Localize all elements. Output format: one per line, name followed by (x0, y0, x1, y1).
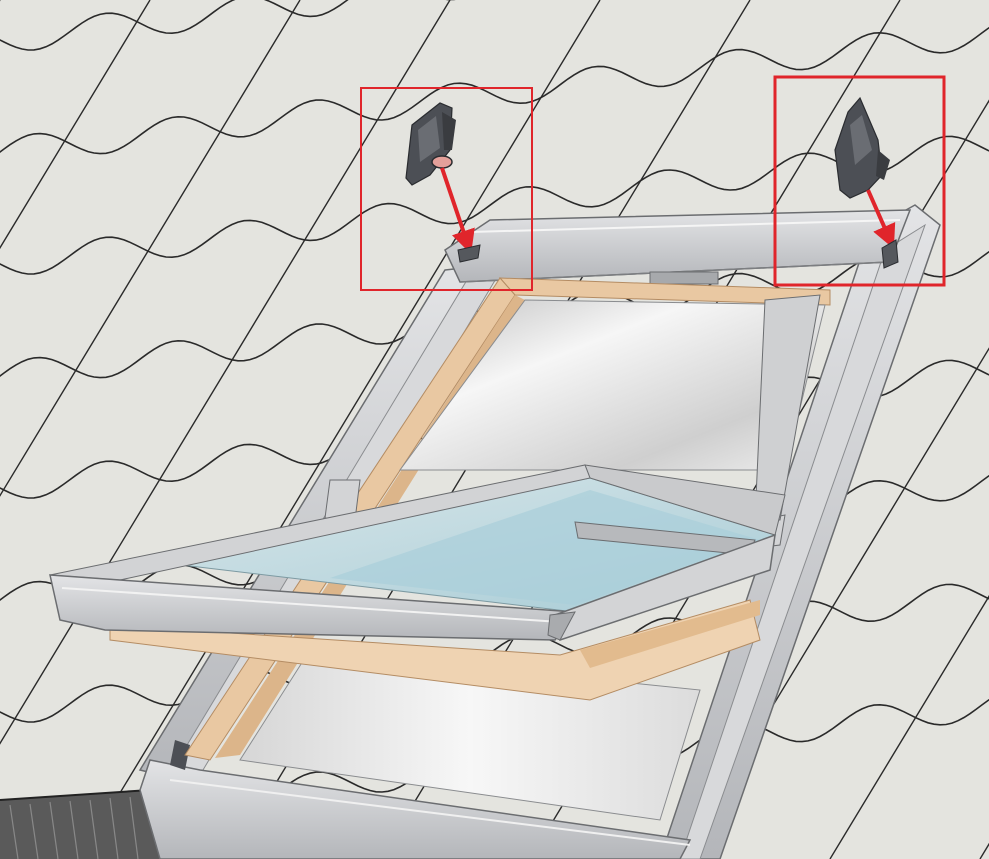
gutter-flashing (0, 789, 160, 859)
left-clip-callout (360, 87, 533, 291)
tile-joint-line (0, 0, 301, 497)
tile-joint-line (0, 0, 151, 250)
tile-joint-line (0, 0, 451, 745)
right-clip-arrow (866, 189, 896, 249)
tile-joint-line (829, 594, 989, 859)
left-clip-icon (405, 102, 456, 186)
tile-joint-line (79, 0, 601, 859)
open-window-sash (49, 464, 786, 701)
right-callout-box (773, 75, 946, 287)
tile-wave-row (0, 26, 989, 155)
left-clip-arrow (440, 167, 475, 255)
left-clip-mount-point (457, 244, 481, 263)
right-clip-icon (834, 96, 890, 199)
tile-wave-row (0, 0, 456, 51)
left-callout-box (360, 87, 533, 291)
tile-wave-row (0, 135, 989, 275)
right-clip-callout (773, 75, 946, 287)
right-clip-mount-point (881, 239, 899, 269)
